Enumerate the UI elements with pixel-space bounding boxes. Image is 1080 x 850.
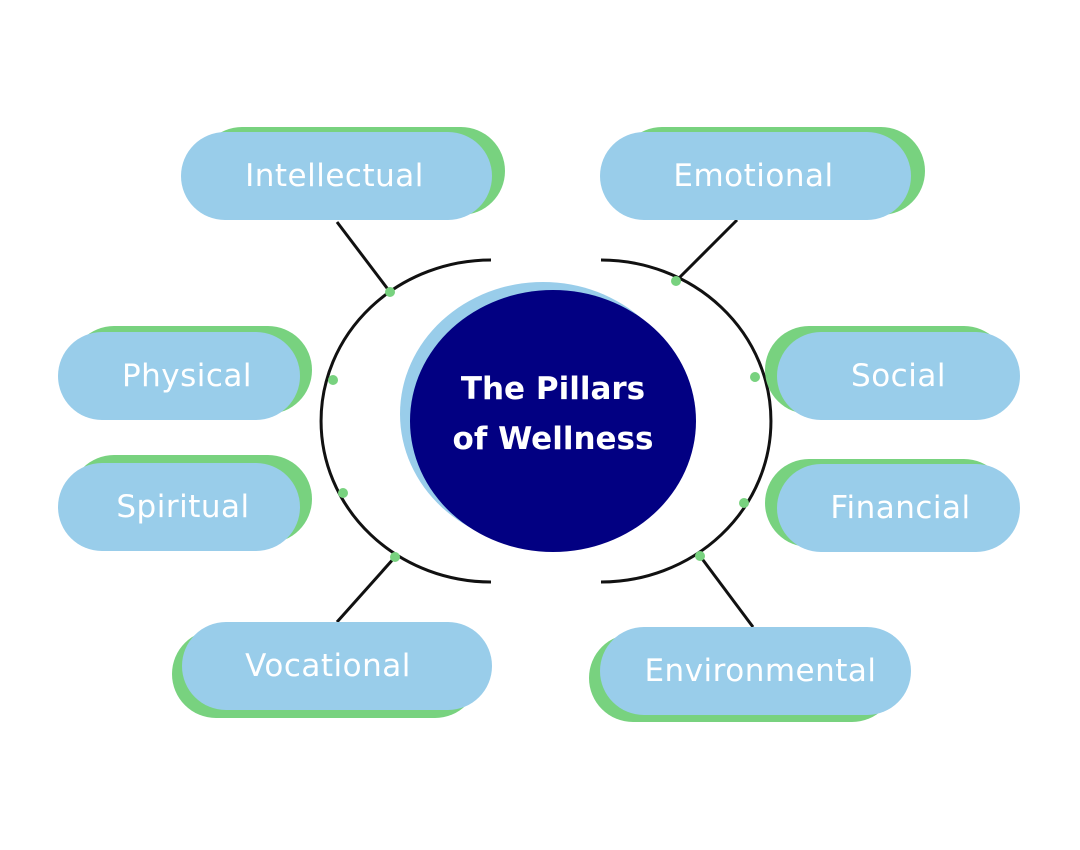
pillar-vocational: Vocational: [182, 622, 492, 710]
dot-financial: [739, 498, 749, 508]
dot-spiritual: [338, 488, 348, 498]
pillar-label-environmental: Environmental: [644, 653, 877, 689]
pillar-social: Social: [777, 332, 1020, 420]
pillar-label-physical: Physical: [121, 358, 253, 394]
dot-vocational: [390, 552, 400, 562]
dot-social: [750, 372, 760, 382]
dot-environmental: [695, 551, 705, 561]
connector-emotional: [674, 218, 739, 283]
dot-emotional: [671, 276, 681, 286]
center-title-line2: of Wellness: [452, 421, 654, 457]
center-title-line1: The Pillars: [460, 371, 646, 407]
dot-physical: [328, 375, 338, 385]
pillar-spiritual: Spiritual: [58, 463, 300, 551]
pillar-environmental: Environmental: [600, 627, 911, 715]
connector-intellectual: [335, 221, 392, 293]
pillar-label-emotional: Emotional: [673, 158, 834, 194]
pillar-label-intellectual: Intellectual: [245, 158, 424, 194]
connector-environmental: [698, 555, 755, 628]
pillar-intellectual: Intellectual: [181, 132, 492, 220]
center-title: The Pillars of Wellness: [412, 364, 694, 464]
center-circle: [410, 290, 696, 552]
pillar-physical: Physical: [58, 332, 300, 420]
pillar-label-social: Social: [851, 358, 946, 394]
pillar-label-vocational: Vocational: [245, 648, 411, 684]
pillar-financial: Financial: [777, 464, 1020, 552]
connector-vocational: [335, 556, 397, 623]
left-arc: [319, 258, 492, 584]
dot-intellectual: [385, 287, 395, 297]
pillar-label-financial: Financial: [830, 490, 971, 526]
pillar-emotional: Emotional: [600, 132, 911, 220]
pillar-label-spiritual: Spiritual: [116, 489, 250, 525]
